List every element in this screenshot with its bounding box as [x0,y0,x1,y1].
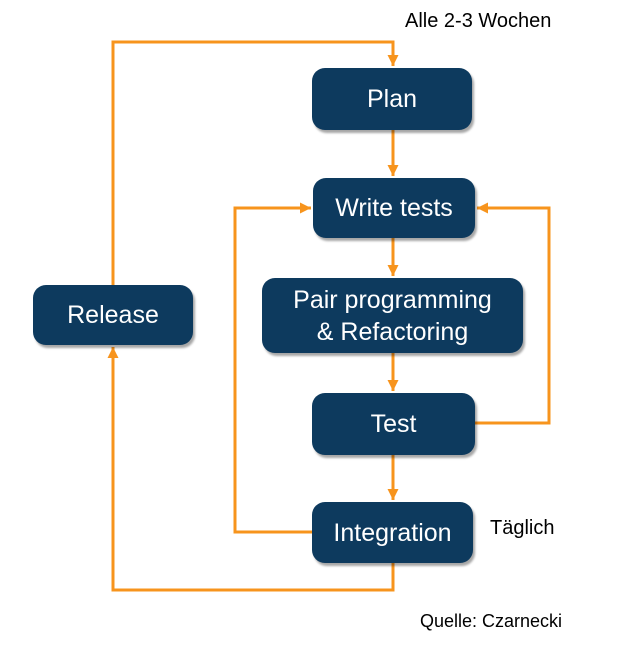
arrow-release-to-plan [111,40,399,285]
flow-node-write-tests: Write tests [313,178,475,238]
arrow-test-to-write-tests [475,202,551,425]
flow-node-write-tests-label: Write tests [335,194,453,222]
flow-node-release-label: Release [67,301,159,329]
source-credit-label: Quelle: Czarnecki [420,611,563,631]
flow-node-plan: Plan [312,68,472,130]
arrow-integration-to-release [107,347,395,592]
flow-node-integration-label: Integration [333,518,452,547]
flow-node-pair-programming-label: Pair programming & Refactoring [293,285,492,346]
daily-interval-label: Täglich [490,517,555,539]
flow-node-pair-programming: Pair programming & Refactoring [262,278,523,353]
flow-node-integration: Integration [312,502,473,563]
flow-node-test: Test [312,393,475,455]
arrow-integration-to-write-tests [233,202,312,534]
flow-node-test-label: Test [370,410,417,438]
cycle-interval-label: Alle 2-3 Wochen [405,10,552,32]
flow-node-release: Release [33,285,193,345]
flow-node-plan-label: Plan [366,85,418,113]
